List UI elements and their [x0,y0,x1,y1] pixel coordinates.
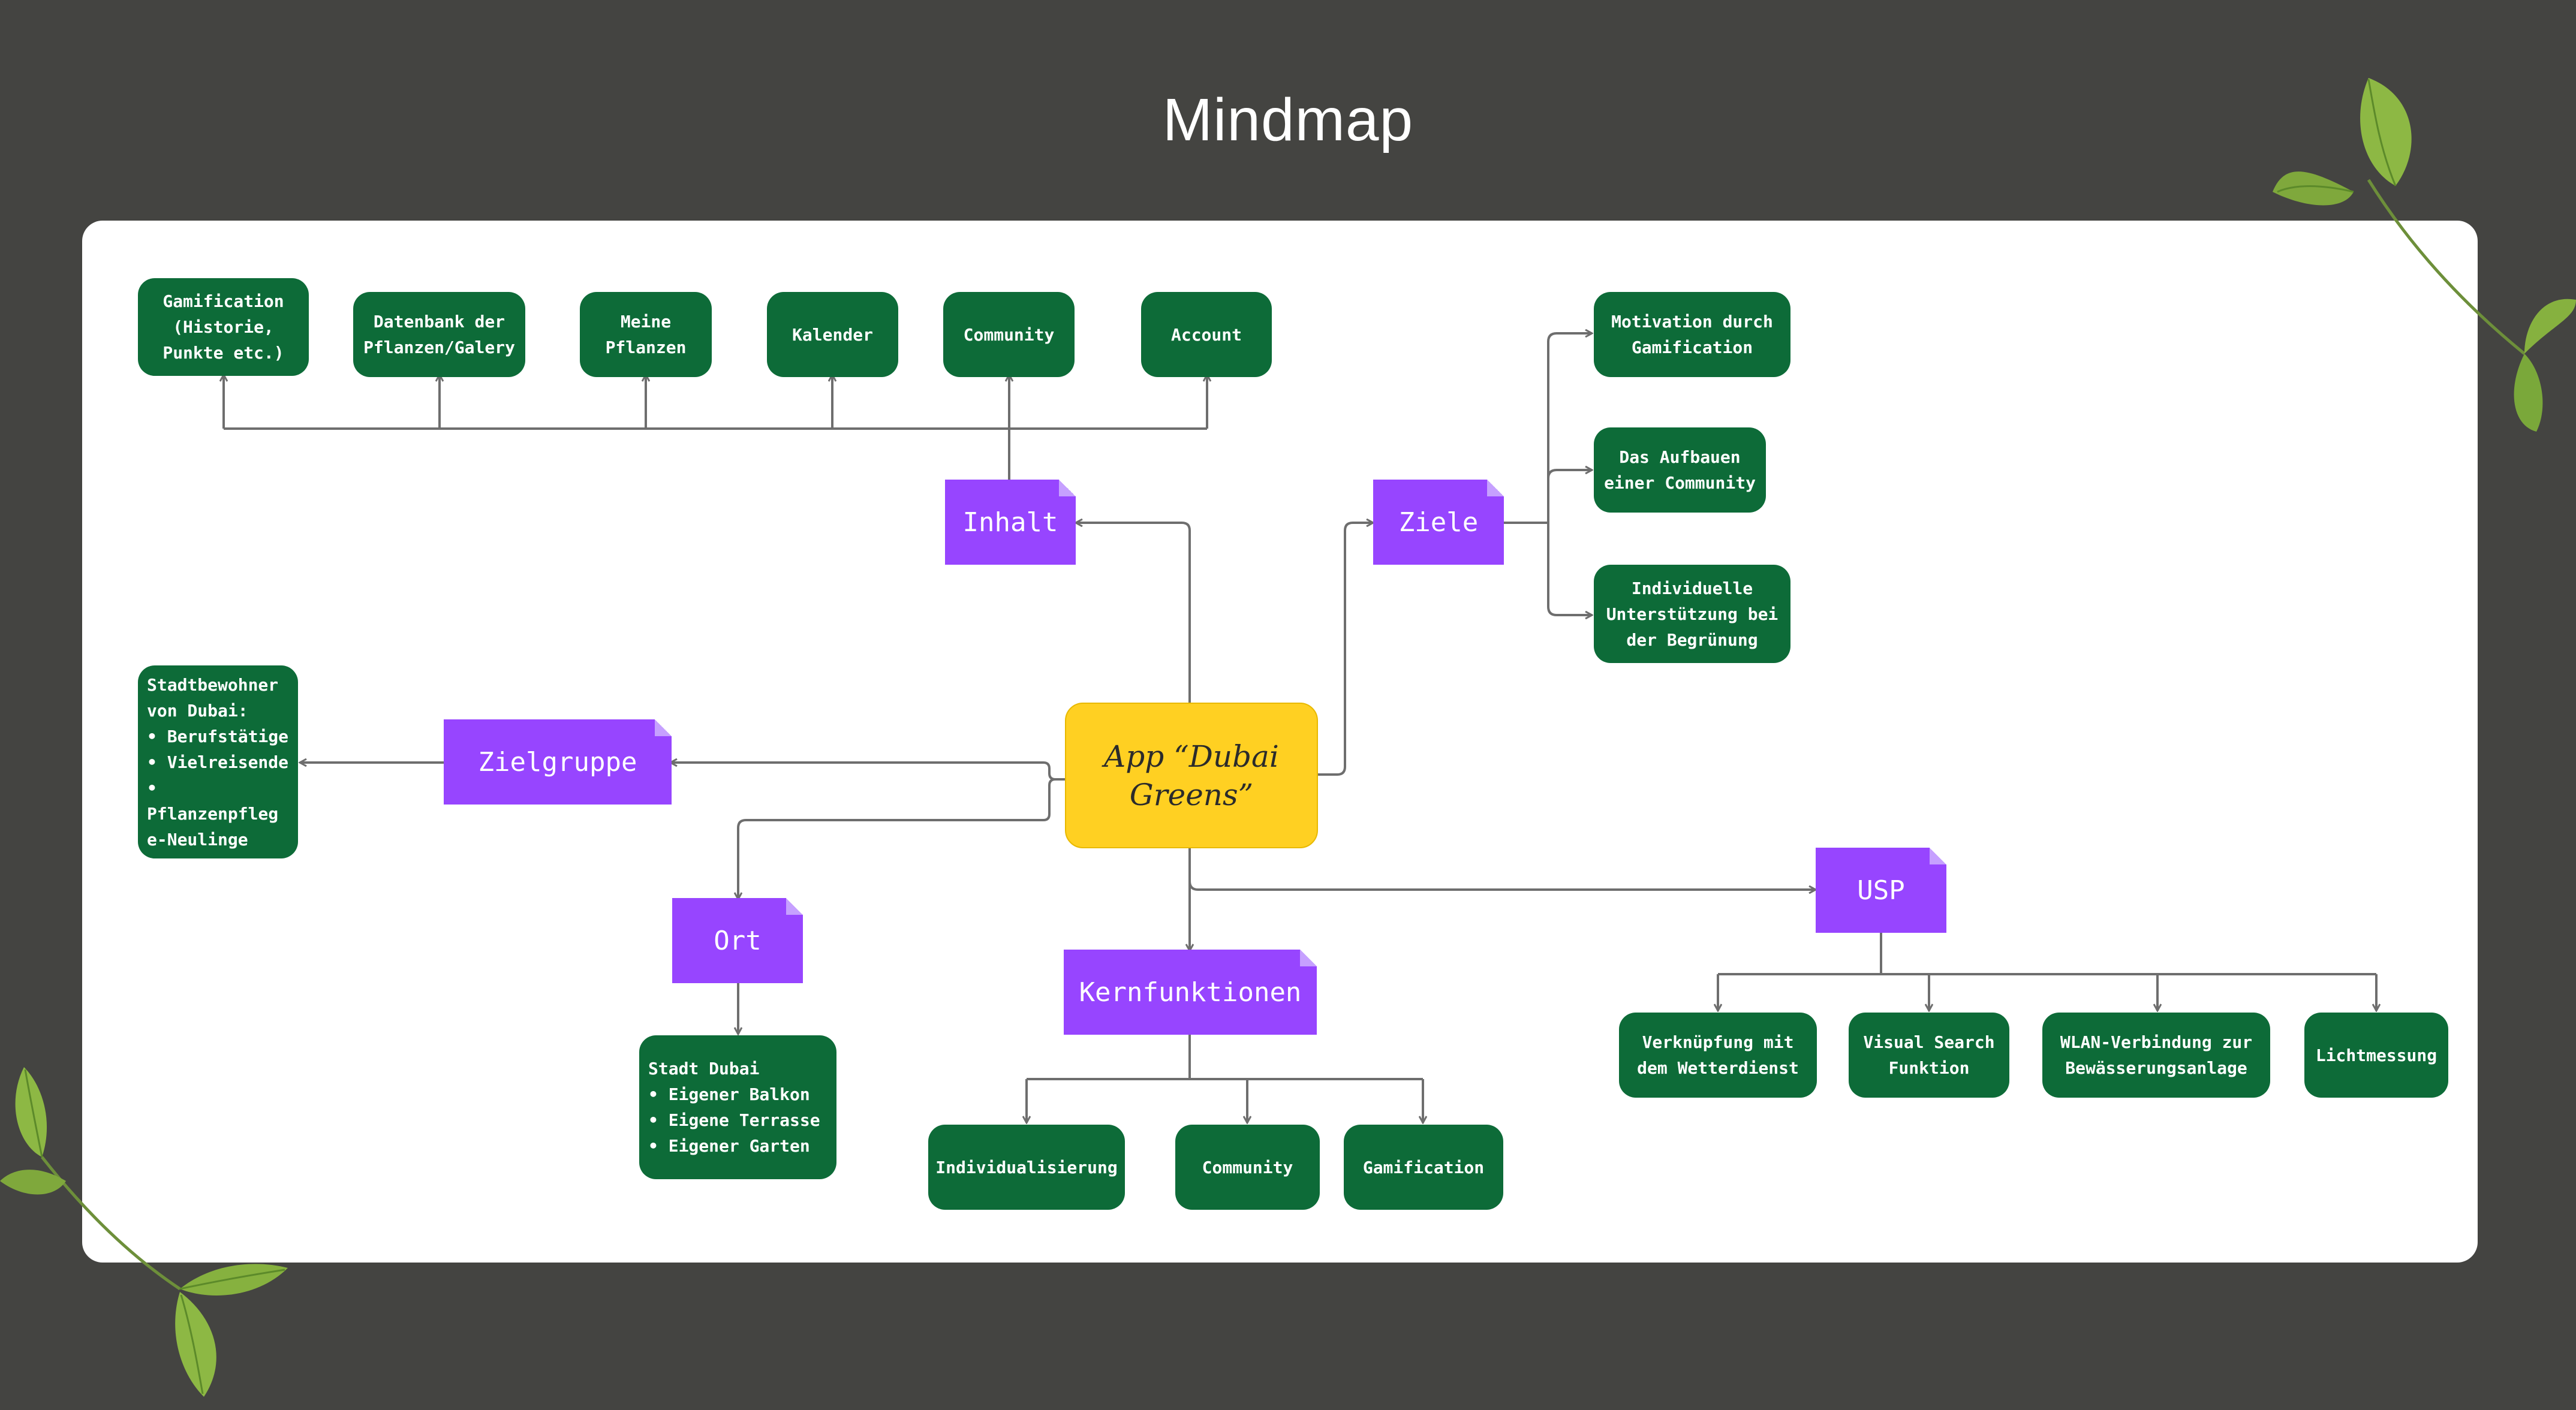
category-usp[interactable]: USP [1816,848,1946,933]
category-usp-label: USP [1857,875,1905,906]
usp-item-visual-search[interactable]: Visual Search Funktion [1849,1013,2009,1098]
connector-center-ort [738,778,1065,899]
inhalt-item-community[interactable]: Community [943,292,1075,377]
connector-ziele-item-2 [1547,470,1592,523]
connector-ziele-item-3 [1547,523,1592,615]
category-kernfunktionen[interactable]: Kernfunktionen [1064,950,1317,1035]
usp-item-wetterdienst[interactable]: Verknüpfung mit dem Wetterdienst [1619,1013,1817,1098]
connector-center-usp [1188,881,1816,890]
connector-center-zielgruppe [670,763,1065,781]
zielgruppe-item[interactable]: Stadtbewohner von Dubai: • Berufstätige … [138,665,298,858]
kern-item-gamification[interactable]: Gamification [1344,1125,1503,1210]
sticky-fold-icon [1059,480,1076,496]
inhalt-item-meine-pflanzen[interactable]: Meine Pflanzen [580,292,712,377]
category-inhalt-label: Inhalt [962,507,1058,538]
sticky-fold-icon [786,898,803,915]
usp-item-wlan[interactable]: WLAN-Verbindung zur Bewässerungsanlage [2042,1013,2270,1098]
usp-item-lichtmessung[interactable]: Lichtmessung [2304,1013,2448,1098]
page-title: Mindmap [1162,86,1414,153]
leaf-icon [2273,78,2576,432]
connector-ziele-item-1 [1547,333,1592,523]
ziele-item-community[interactable]: Das Aufbauen einer Community [1594,427,1766,513]
sticky-fold-icon [1487,480,1504,496]
sticky-fold-icon [1300,950,1317,966]
inhalt-item-datenbank[interactable]: Datenbank der Pflanzen/Galery [353,292,525,377]
category-ort-label: Ort [714,925,762,956]
ziele-item-unterstuetzung[interactable]: Individuelle Unterstützung bei der Begrü… [1594,565,1790,663]
category-ziele[interactable]: Ziele [1373,480,1504,565]
connector-center-ziele [1318,523,1373,776]
inhalt-item-account[interactable]: Account [1141,292,1272,377]
category-ort[interactable]: Ort [672,898,803,983]
sticky-fold-icon [1930,848,1946,864]
category-zielgruppe-label: Zielgruppe [478,746,637,778]
kern-item-community[interactable]: Community [1175,1125,1320,1210]
kern-item-individualisierung[interactable]: Individualisierung [928,1125,1125,1210]
sticky-fold-icon [655,719,672,736]
category-kernfunktionen-label: Kernfunktionen [1079,977,1302,1008]
ort-item[interactable]: Stadt Dubai • Eigener Balkon • Eigene Te… [639,1035,836,1179]
leaf-icon [0,1067,288,1397]
category-zielgruppe[interactable]: Zielgruppe [444,719,672,805]
inhalt-item-kalender[interactable]: Kalender [767,292,898,377]
connector-center-inhalt [1076,523,1191,703]
category-inhalt[interactable]: Inhalt [945,480,1076,565]
center-node[interactable]: App “Dubai Greens” [1065,703,1318,848]
category-ziele-label: Ziele [1398,507,1479,538]
ziele-item-motivation[interactable]: Motivation durch Gamification [1594,292,1790,377]
inhalt-item-gamification[interactable]: Gamification (Historie, Punkte etc.) [138,278,309,376]
